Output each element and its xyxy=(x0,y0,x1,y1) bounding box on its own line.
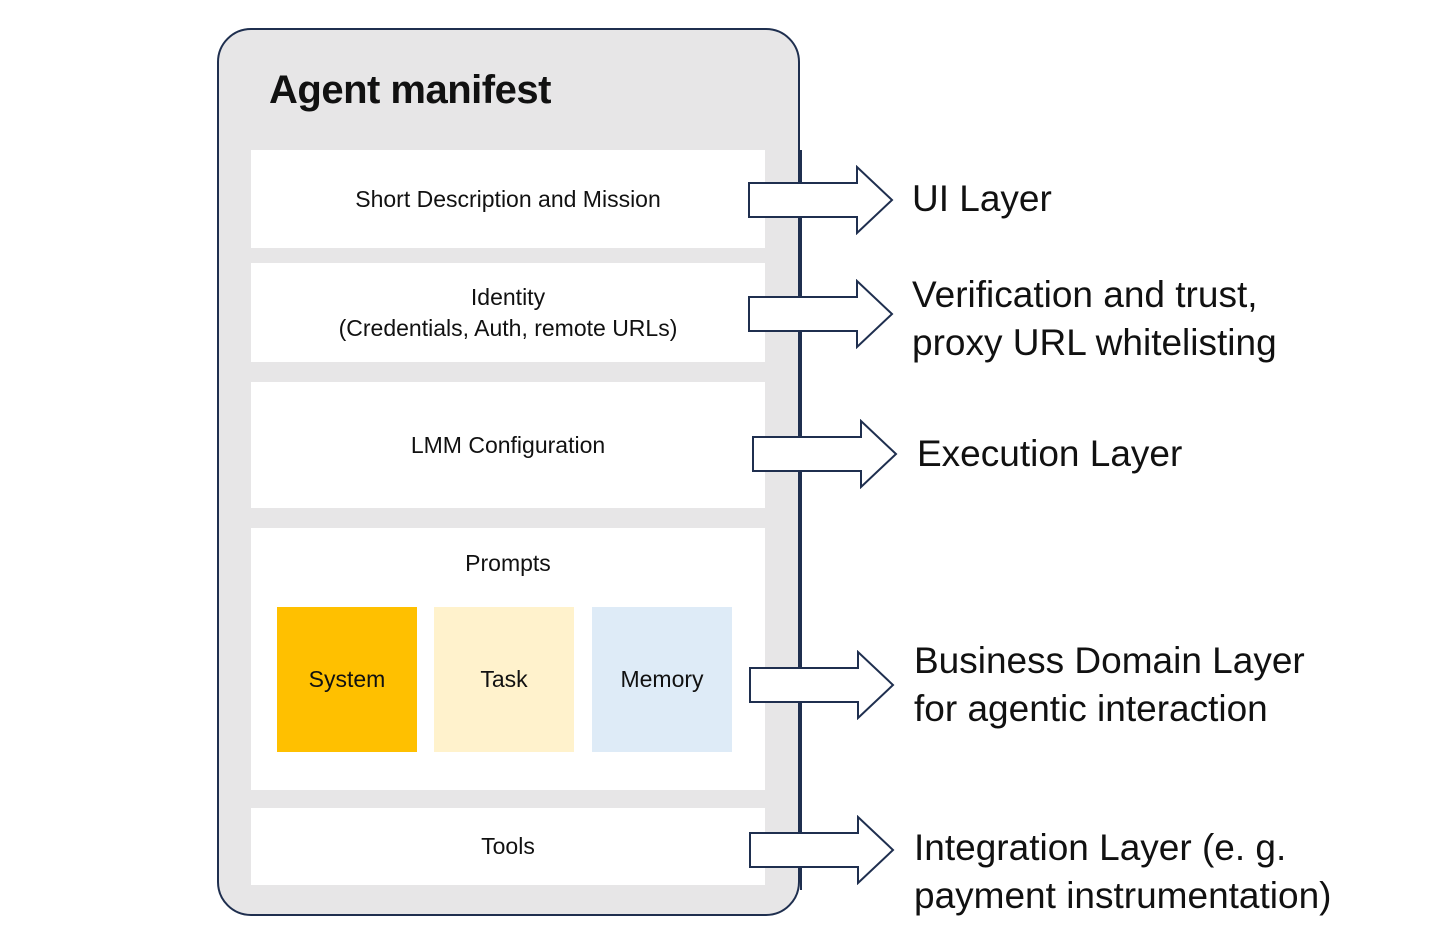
section-identity-title: Identity xyxy=(470,283,546,310)
layer-integration-line2: payment instrumentation) xyxy=(914,875,1332,916)
arrow-right-icon xyxy=(748,165,894,235)
arrow-right-icon xyxy=(748,279,894,349)
layer-verification-line1: Verification and trust, xyxy=(912,274,1258,315)
section-identity: Identity (Credentials, Auth, remote URLs… xyxy=(251,263,765,362)
arrow-right-icon xyxy=(749,650,895,720)
layer-verification-line2: proxy URL whitelisting xyxy=(912,322,1277,363)
prompt-task-label: Task xyxy=(480,666,528,692)
layer-execution-line1: Execution Layer xyxy=(917,433,1183,474)
layer-integration-line1: Integration Layer (e. g. xyxy=(914,827,1287,868)
section-description: Short Description and Mission xyxy=(251,150,765,248)
prompt-task-box: Task xyxy=(434,607,574,752)
layer-business-line1: Business Domain Layer xyxy=(914,640,1305,681)
layer-verification: Verification and trust, proxy URL whitel… xyxy=(912,271,1277,367)
section-lmm-label: LMM Configuration xyxy=(410,431,606,458)
layer-ui: UI Layer xyxy=(912,175,1052,223)
prompt-memory-label: Memory xyxy=(620,666,704,692)
section-prompts: Prompts System Task Memory xyxy=(251,528,765,790)
layer-business-line2: for agentic interaction xyxy=(914,688,1268,729)
prompt-memory-box: Memory xyxy=(592,607,732,752)
section-lmm-configuration: LMM Configuration xyxy=(251,382,765,508)
layer-ui-line1: UI Layer xyxy=(912,178,1052,219)
prompt-system-label: System xyxy=(308,666,386,692)
arrow-right-icon xyxy=(752,419,898,489)
section-description-label: Short Description and Mission xyxy=(355,185,661,212)
layer-integration: Integration Layer (e. g. payment instrum… xyxy=(914,824,1331,920)
prompts-title: Prompts xyxy=(465,550,551,576)
section-tools: Tools xyxy=(251,808,765,885)
manifest-title: Agent manifest xyxy=(269,68,551,112)
connector-line xyxy=(800,150,802,890)
layer-execution: Execution Layer xyxy=(917,430,1182,478)
arrow-right-icon xyxy=(749,815,895,885)
prompt-system-box: System xyxy=(277,607,417,752)
section-tools-label: Tools xyxy=(481,833,535,859)
section-identity-detail: (Credentials, Auth, remote URLs) xyxy=(338,314,678,341)
layer-business-domain: Business Domain Layer for agentic intera… xyxy=(914,637,1305,733)
